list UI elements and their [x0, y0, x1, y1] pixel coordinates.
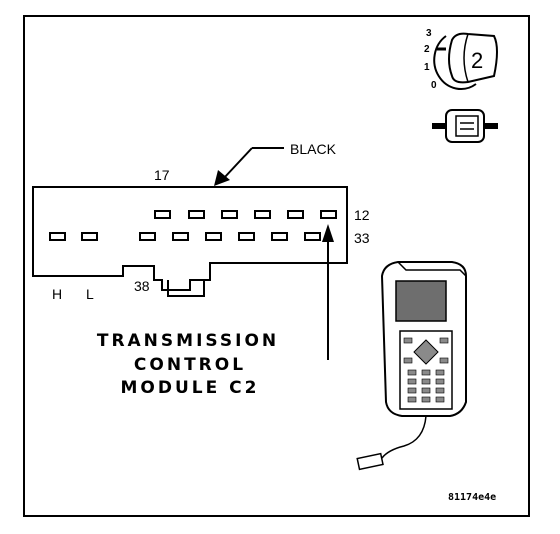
scan-tool-key: [439, 357, 449, 364]
scan-tool-key: [421, 396, 431, 403]
ignition-key-number: 2: [471, 48, 483, 73]
scan-tool-key: [403, 337, 413, 344]
title-line-3: MODULE C2: [121, 378, 260, 398]
scan-tool-key: [435, 387, 445, 394]
ignition-position-3: 3: [426, 28, 432, 39]
label-h: H: [52, 286, 62, 302]
connector-pin: [81, 232, 98, 241]
color-callout: BLACK: [214, 141, 337, 186]
scan-tool-key: [435, 396, 445, 403]
scan-tool-key: [407, 369, 417, 376]
scan-tool-dpad: [413, 339, 439, 365]
scan-tool-plug: [356, 452, 384, 471]
scan-tool-screen: [395, 280, 447, 322]
connector-pin: [221, 210, 238, 219]
connector-pin: [304, 232, 321, 241]
connector-pin: [287, 210, 304, 219]
connector-pin: [254, 210, 271, 219]
connector-icon: [432, 109, 498, 143]
pin-label-38: 38: [134, 278, 150, 294]
connector-pin: [320, 210, 337, 219]
connector-pin: [271, 232, 288, 241]
scan-tool-key: [407, 378, 417, 385]
scan-tool-key: [421, 387, 431, 394]
module-title: TRANSMISSION CONTROL MODULE C2: [97, 331, 279, 398]
figure-id: 81174e4e: [448, 492, 496, 503]
ignition-position-2: 2: [424, 44, 430, 55]
connector-pin: [205, 232, 222, 241]
ignition-switch-icon: 3 2 1 0 2: [424, 28, 498, 91]
connector-pin: [154, 210, 171, 219]
scan-tool-cable: [381, 415, 427, 459]
connector-pin: [188, 210, 205, 219]
pin-label-33: 33: [354, 230, 370, 246]
connector-pin: [238, 232, 255, 241]
pin-pointer-arrow: [322, 224, 334, 360]
pin-label-12: 12: [354, 207, 370, 223]
connector-pin: [49, 232, 66, 241]
scan-tool-key: [439, 337, 449, 344]
connector-pins-top-row: [154, 210, 337, 219]
pin-label-17: 17: [154, 167, 170, 183]
scan-tool-illustration: [356, 261, 467, 471]
scan-tool-key: [403, 357, 413, 364]
ignition-position-1: 1: [424, 62, 430, 73]
label-l: L: [86, 286, 94, 302]
scan-tool-key: [421, 378, 431, 385]
ignition-position-0: 0: [431, 80, 437, 91]
scan-tool-key: [435, 378, 445, 385]
title-line-1: TRANSMISSION: [97, 331, 279, 351]
scan-tool-key: [407, 396, 417, 403]
scan-tool-key: [407, 387, 417, 394]
scan-tool-key: [435, 369, 445, 376]
connector-color-label: BLACK: [290, 141, 337, 157]
title-line-2: CONTROL: [134, 355, 246, 375]
connector-pins-bottom-row: [49, 232, 321, 241]
connector-pin: [139, 232, 156, 241]
scan-tool-key: [421, 369, 431, 376]
connector-pin: [172, 232, 189, 241]
